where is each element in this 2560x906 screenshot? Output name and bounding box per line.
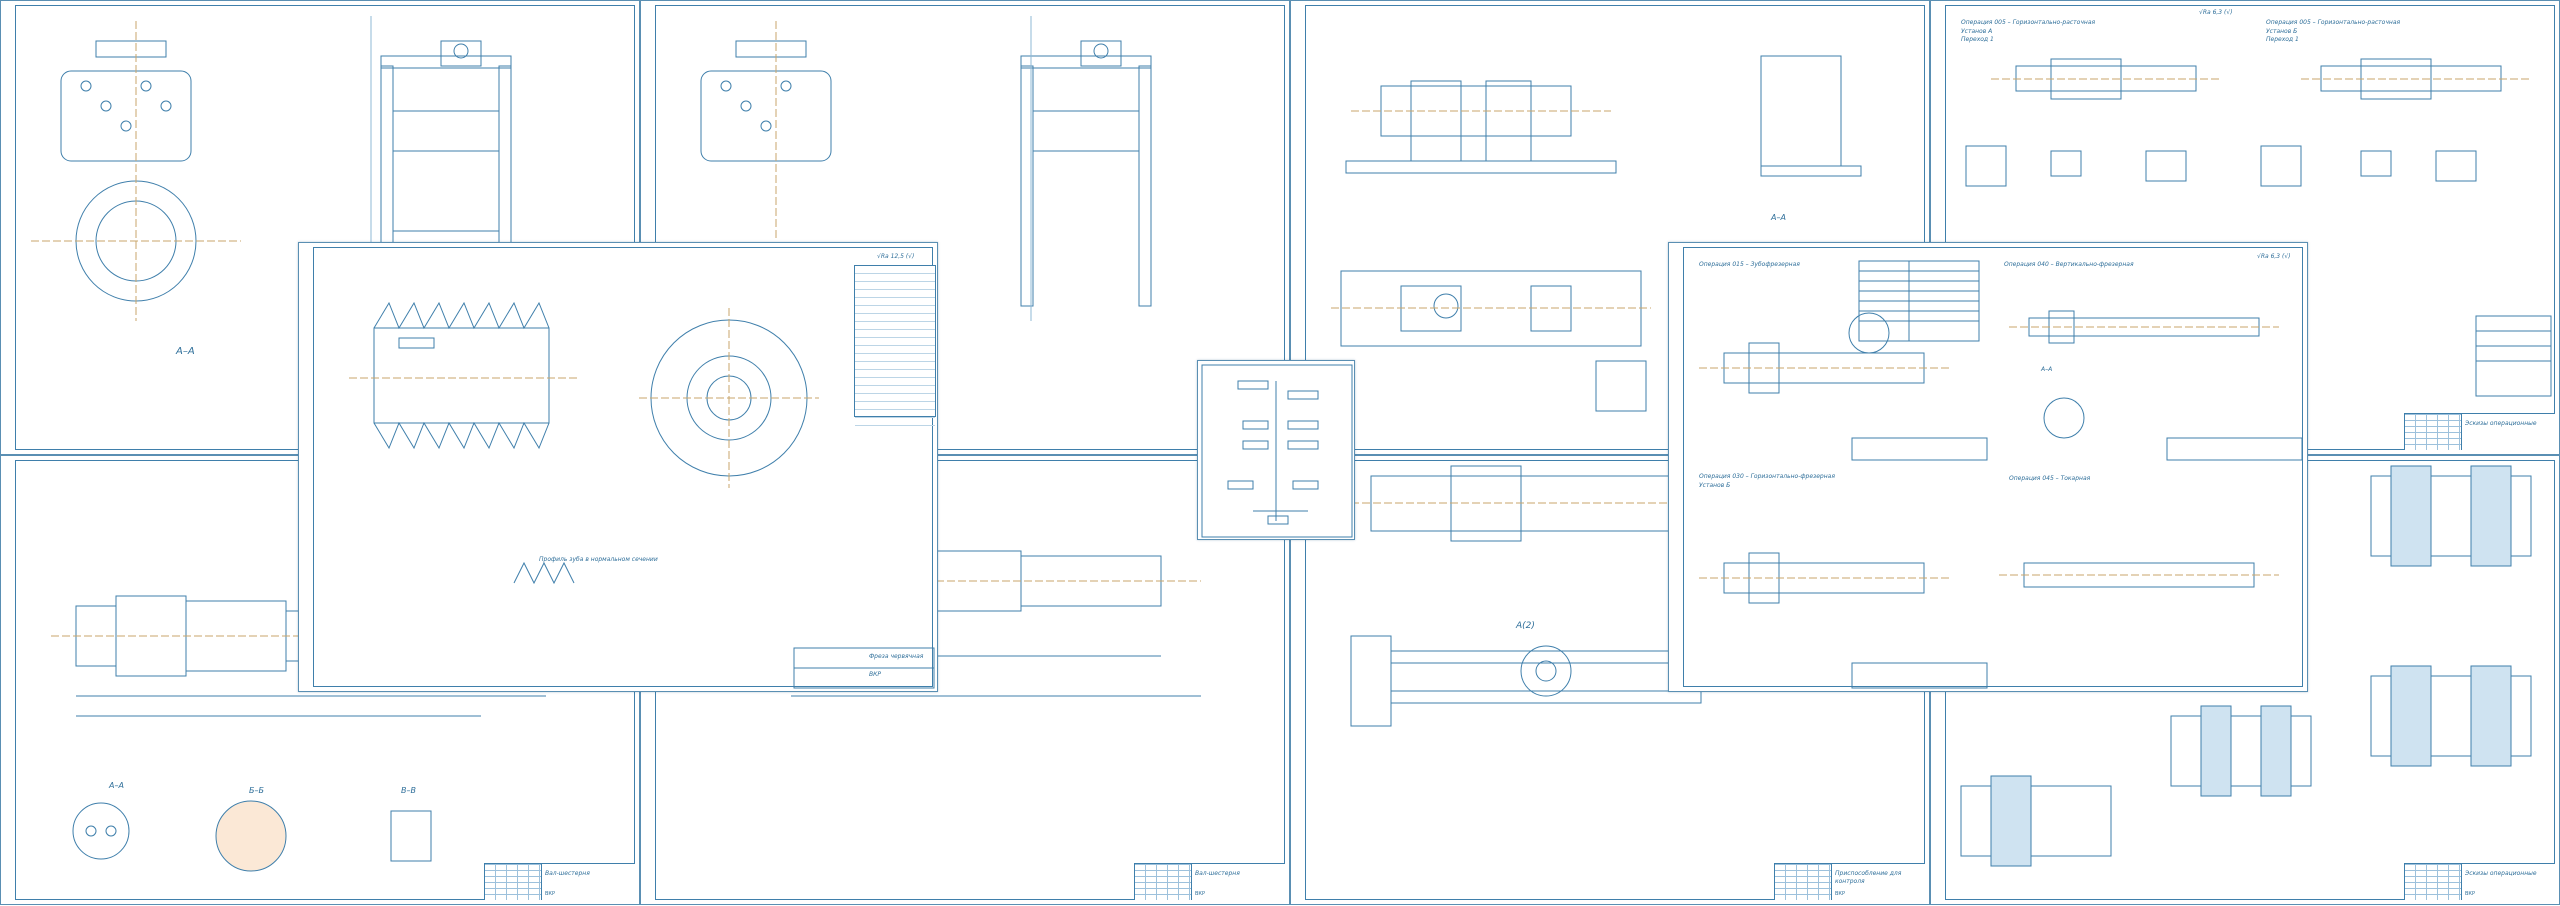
title-block-name: Фреза червячная (869, 653, 924, 660)
operation-sketches (1965, 58, 2552, 397)
op005-step: Переход 1 (1961, 36, 1994, 43)
title-block: Приспособление для контроля ВКР (1774, 863, 1925, 900)
op040-title: Операция 040 – Вертикально-фрезерная (2004, 261, 2134, 268)
operations-sheet: √Ra 6,3 (√) Операция 015 – Зубофрезерная… (1668, 242, 2308, 692)
title-block-code: ВКР (1195, 891, 1205, 897)
op045-title: Операция 045 – Токарная (2009, 475, 2091, 482)
title-block-name: Вал-шестерня (1195, 870, 1240, 877)
profile-caption: Профиль зуба в нормальном сечении (539, 556, 658, 563)
op030-title: Операция 030 – Горизонтально-фрезерная (1699, 473, 1835, 480)
op005b-setup: Установ Б (2266, 28, 2298, 35)
title-block: Эскизы операционные ВКР (2404, 863, 2555, 900)
schematic (1201, 364, 1353, 538)
op005-setup: Установ А (1961, 28, 1993, 35)
operation-sketches (1699, 260, 2303, 689)
sheet-frame (655, 5, 1285, 450)
title-block-name: Вал-шестерня (545, 870, 590, 877)
title-block: Вал-шестерня ВКР (1134, 863, 1285, 900)
sheet-frame (1683, 247, 2303, 687)
section-a-label: А–А (109, 781, 124, 790)
hob-cutter-drawing (349, 301, 935, 689)
title-block-name: Эскизы операционные (2465, 420, 2537, 427)
section-label: А–А (2041, 366, 2053, 373)
section-b-label: Б–Б (249, 786, 264, 795)
title-block-code: ВКР (1835, 891, 1845, 897)
view-label: А(2) (1516, 621, 1535, 631)
roughness-mark: √Ra 12,5 (√) (877, 253, 915, 260)
sheet-frame (313, 247, 933, 687)
op005b-step: Переход 1 (2266, 36, 2299, 43)
op030-setup: Установ Б (1699, 482, 1731, 489)
roughness-mark: √Ra 6,3 (√) (2199, 9, 2233, 16)
op005b-title: Операция 005 – Горизонтально-расточная (2266, 19, 2401, 26)
title-block-name: Приспособление для контроля (1835, 870, 1902, 885)
roughness-mark: √Ra 6,3 (√) (2257, 253, 2291, 260)
tool-parameters-table (854, 265, 936, 426)
small-schematic-sheet (1197, 360, 1355, 540)
title-block-code: ВКР (545, 891, 555, 897)
title-block: Эскизы операционные (2404, 413, 2555, 450)
section-label: А–А (176, 346, 195, 357)
title-block-code: ВКР (869, 671, 881, 678)
assembly-sketches (1960, 465, 2532, 867)
section-label: А–А (1771, 213, 1786, 222)
title-block-name: Эскизы операционные (2465, 870, 2537, 877)
fixture-drawing (1331, 55, 1862, 412)
op005-title: Операция 005 – Горизонтально-расточная (1961, 19, 2096, 26)
section-c-label: В–В (401, 786, 416, 795)
title-block-code: ВКР (2465, 891, 2475, 897)
hob-cutter-sheet: √Ra 12,5 (√) Профиль зуба в нормальном с… (298, 242, 938, 692)
sheet-frame (1305, 5, 1925, 450)
title-block: Вал-шестерня ВКР (484, 863, 635, 900)
op015-title: Операция 015 – Зубофрезерная (1699, 261, 1800, 268)
